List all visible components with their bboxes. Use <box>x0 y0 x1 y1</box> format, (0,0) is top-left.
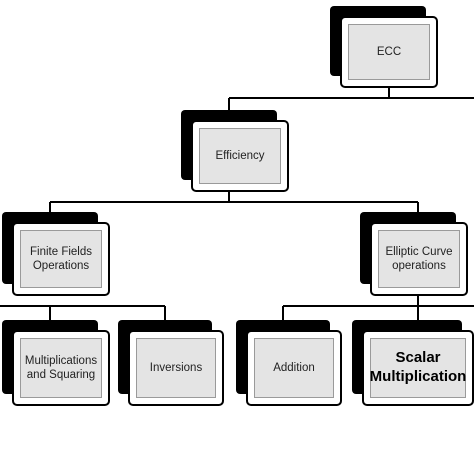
node-efficiency-label: Efficiency <box>199 128 281 184</box>
node-face: Elliptic Curve operations <box>370 222 468 296</box>
node-elliptic-curve-label: Elliptic Curve operations <box>378 230 460 288</box>
node-ecc-label: ECC <box>348 24 430 80</box>
node-inversions: Inversions <box>118 320 224 406</box>
node-addition: Addition <box>236 320 342 406</box>
node-multiplications-label: Multiplications and Squaring <box>20 338 102 398</box>
node-elliptic-curve: Elliptic Curve operations <box>360 212 468 296</box>
node-finite-fields-label: Finite Fields Operations <box>20 230 102 288</box>
node-multiplications: Multiplications and Squaring <box>2 320 110 406</box>
node-scalar-multiplication-label: Scalar Multiplication <box>370 338 466 398</box>
node-efficiency: Efficiency <box>181 110 289 192</box>
node-face: Efficiency <box>191 120 289 192</box>
node-addition-label: Addition <box>254 338 334 398</box>
node-inversions-label: Inversions <box>136 338 216 398</box>
node-face: Addition <box>246 330 342 406</box>
node-finite-fields: Finite Fields Operations <box>2 212 110 296</box>
node-scalar-multiplication: Scalar Multiplication <box>352 320 474 406</box>
node-face: Finite Fields Operations <box>12 222 110 296</box>
node-face: Multiplications and Squaring <box>12 330 110 406</box>
node-face: Scalar Multiplication <box>362 330 474 406</box>
node-ecc: ECC <box>330 6 438 88</box>
node-face: ECC <box>340 16 438 88</box>
node-face: Inversions <box>128 330 224 406</box>
